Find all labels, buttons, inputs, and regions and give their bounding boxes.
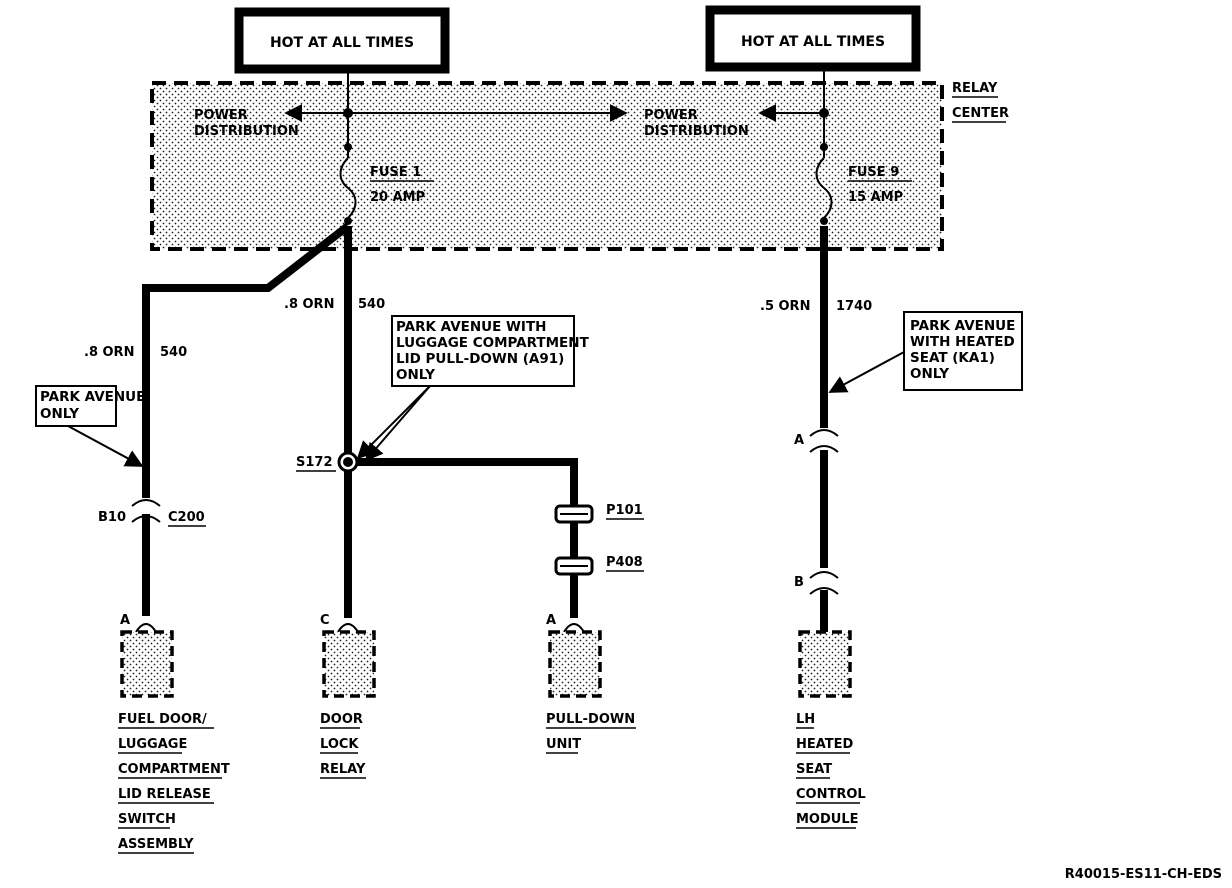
wire-label-center: .8 ORN 540 — [284, 297, 385, 312]
note-luggage-pull-down: PARK AVENUE WITH LUGGAGE COMPARTMENT LID… — [356, 315, 590, 462]
svg-text:A: A — [120, 613, 130, 628]
svg-text:FUSE 9: FUSE 9 — [848, 165, 899, 180]
figure-code: R40015-ES11-CH-EDS — [1065, 867, 1222, 882]
svg-text:SWITCH: SWITCH — [118, 812, 176, 827]
svg-text:A: A — [794, 433, 804, 448]
svg-text:MODULE: MODULE — [796, 812, 859, 827]
hot-box-left: HOT AT ALL TIMES — [234, 7, 450, 74]
svg-text:LOCK: LOCK — [320, 737, 359, 752]
svg-text:HOT AT ALL TIMES: HOT AT ALL TIMES — [741, 34, 885, 50]
svg-text:POWER: POWER — [194, 108, 248, 123]
svg-text:UNIT: UNIT — [546, 737, 581, 752]
svg-text:POWER: POWER — [644, 108, 698, 123]
svg-text:FUEL DOOR/: FUEL DOOR/ — [118, 712, 207, 727]
svg-text:LUGGAGE: LUGGAGE — [118, 737, 187, 752]
connector-heated-a: A — [794, 428, 839, 453]
relay-center-box — [150, 81, 944, 251]
svg-text:DISTRIBUTION: DISTRIBUTION — [194, 124, 299, 139]
svg-text:LUGGAGE COMPARTMENT: LUGGAGE COMPARTMENT — [396, 335, 590, 351]
svg-text:20 AMP: 20 AMP — [370, 190, 425, 205]
svg-text:DISTRIBUTION: DISTRIBUTION — [644, 124, 749, 139]
power-distribution-left-label: POWER DISTRIBUTION — [194, 108, 299, 139]
svg-text:ONLY: ONLY — [396, 367, 435, 383]
svg-text:WITH HEATED: WITH HEATED — [910, 334, 1015, 350]
svg-text:FUSE 1: FUSE 1 — [370, 165, 421, 180]
svg-text:PULL-DOWN: PULL-DOWN — [546, 712, 635, 727]
svg-text:LH: LH — [796, 712, 815, 727]
svg-text:C200: C200 — [168, 510, 205, 525]
component-door-lock-relay: C DOOR LOCK RELAY — [320, 613, 376, 779]
svg-text:1740: 1740 — [836, 299, 872, 314]
svg-text:.5 ORN: .5 ORN — [760, 299, 810, 314]
svg-text:PARK AVENUE: PARK AVENUE — [910, 318, 1015, 334]
component-heated-seat-module: LH HEATED SEAT CONTROL MODULE — [796, 630, 866, 829]
svg-text:C: C — [320, 613, 330, 628]
svg-text:ASSEMBLY: ASSEMBLY — [118, 837, 194, 852]
svg-text:CENTER: CENTER — [952, 106, 1009, 121]
hot-box-right: HOT AT ALL TIMES — [705, 5, 921, 72]
fuse-1: FUSE 1 20 AMP — [339, 69, 434, 225]
svg-text:540: 540 — [160, 345, 187, 360]
svg-text:S172: S172 — [296, 455, 333, 470]
svg-text:B10: B10 — [98, 510, 126, 525]
splice-s172: S172 — [296, 451, 359, 473]
power-distribution-right-label: POWER DISTRIBUTION — [644, 108, 749, 139]
svg-text:DOOR: DOOR — [320, 712, 363, 727]
svg-text:CONTROL: CONTROL — [796, 787, 866, 802]
relay-center-label: RELAY CENTER — [952, 81, 1009, 123]
svg-text:PARK AVENUE WITH: PARK AVENUE WITH — [396, 319, 546, 335]
svg-text:LID RELEASE: LID RELEASE — [118, 787, 211, 802]
wire-label-left: .8 ORN 540 — [84, 345, 187, 360]
svg-text:HOT AT ALL TIMES: HOT AT ALL TIMES — [270, 35, 414, 51]
component-pull-down-unit: A PULL-DOWN UNIT — [546, 613, 636, 754]
note-park-avenue-only: PARK AVENUE ONLY — [35, 385, 145, 467]
fuse-9: FUSE 9 15 AMP — [815, 67, 912, 225]
connector-heated-b: B — [794, 568, 839, 595]
svg-text:SEAT (KA1): SEAT (KA1) — [910, 350, 995, 366]
svg-text:RELAY: RELAY — [952, 81, 998, 96]
svg-text:PARK AVENUE: PARK AVENUE — [40, 389, 145, 405]
note-heated-seat: PARK AVENUE WITH HEATED SEAT (KA1) ONLY — [828, 311, 1023, 393]
svg-text:HEATED: HEATED — [796, 737, 854, 752]
svg-text:P408: P408 — [606, 555, 643, 570]
wire-540-left-branch — [142, 222, 351, 500]
component-fuel-door-switch: A FUEL DOOR/ LUGGAGE COMPARTMENT LID REL… — [118, 613, 230, 854]
wire-label-right: .5 ORN 1740 — [760, 299, 872, 314]
svg-text:540: 540 — [358, 297, 385, 312]
svg-text:B: B — [794, 575, 804, 590]
wire-s172-branch — [348, 458, 578, 618]
svg-text:LID PULL-DOWN (A91): LID PULL-DOWN (A91) — [396, 351, 564, 367]
svg-text:P101: P101 — [606, 503, 643, 518]
svg-text:.8 ORN: .8 ORN — [84, 345, 134, 360]
svg-text:RELAY: RELAY — [320, 762, 366, 777]
svg-text:COMPARTMENT: COMPARTMENT — [118, 762, 230, 777]
svg-text:A: A — [546, 613, 556, 628]
connector-p101: P101 — [554, 503, 644, 524]
svg-text:ONLY: ONLY — [910, 366, 949, 382]
connector-c200: B10 C200 — [98, 498, 206, 616]
svg-text:SEAT: SEAT — [796, 762, 832, 777]
connector-p408: P408 — [554, 555, 644, 576]
svg-text:ONLY: ONLY — [40, 406, 79, 422]
svg-text:.8 ORN: .8 ORN — [284, 297, 334, 312]
svg-text:15 AMP: 15 AMP — [848, 190, 903, 205]
